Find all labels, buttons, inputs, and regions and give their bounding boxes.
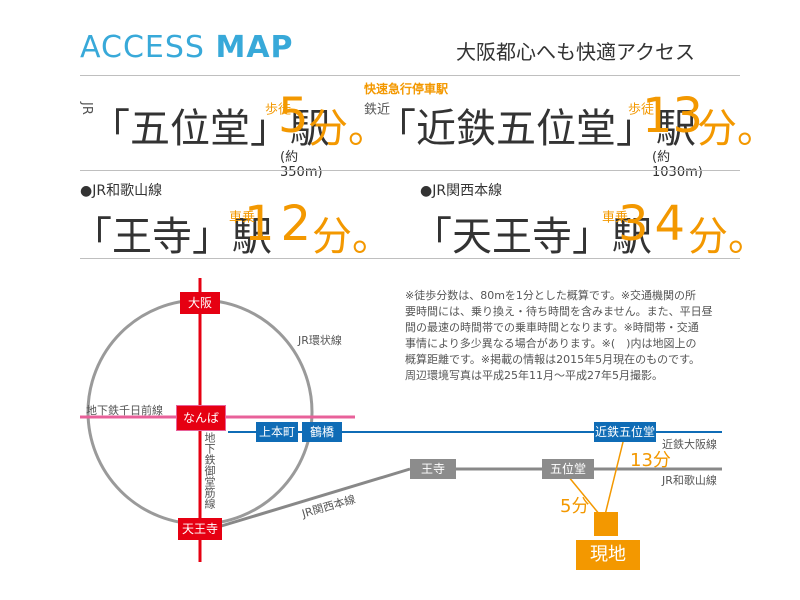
divider	[80, 170, 740, 171]
station-osaka[interactable]: 大阪	[180, 292, 220, 314]
distance-label: (約350m)	[280, 150, 323, 180]
station-oji[interactable]: 王寺	[410, 459, 456, 479]
note-line: ※徒歩分数は、80mを1分とした概算です。※交通機関の所	[405, 289, 697, 302]
note-line: 概算距離です。※掲載の情報は2015年5月現在のものです。	[405, 353, 701, 366]
note-line: 事情により多少異なる場合があります。※( )内は地図上の	[405, 337, 697, 350]
notes: ※徒歩分数は、80mを1分とした概算です。※交通機関の所 要時間には、乗り換え・…	[405, 288, 725, 384]
label-loop-line: JR環状線	[298, 334, 342, 347]
station-name: 「王寺」駅	[72, 214, 272, 260]
mode-label: 乗車	[599, 210, 627, 223]
note-line: 間の最速の時間帯での乗車時間となります。※時間帯・交通	[405, 321, 699, 334]
minutes-value: 5	[278, 88, 309, 144]
page-subtitle: 大阪都心へも快適アクセス	[456, 40, 695, 64]
mode-label: 徒歩	[625, 102, 653, 115]
station-name: 「近鉄五位堂」駅	[376, 106, 696, 152]
station-name: 「五位堂」駅	[90, 106, 330, 152]
walk-time-13: 13分	[630, 450, 671, 471]
note-line: 要時間には、乗り換え・待ち時間を含みません。また、平日昼	[405, 305, 713, 318]
station-kintetsu-goido[interactable]: 近鉄五位堂	[594, 422, 656, 442]
line-name-wakayama: ●JR和歌山線	[80, 183, 163, 199]
site-label: 現地	[576, 540, 640, 570]
label-sennichimae-line: 地下鉄千日前線	[86, 404, 163, 417]
minutes-unit: 分。	[688, 214, 768, 260]
label-kintetsu-osaka-line: 近鉄大阪線	[662, 438, 717, 451]
minutes-unit: 分。	[308, 106, 388, 152]
label-wakayama-line: JR和歌山線	[662, 474, 717, 487]
minutes-unit: 分。	[697, 106, 777, 152]
station-tennoji[interactable]: 天王寺	[178, 518, 222, 540]
station-namba[interactable]: なんば	[176, 405, 226, 431]
station-tsuruhashi[interactable]: 鶴橋	[302, 422, 342, 442]
walk-time-5: 5分	[560, 496, 590, 517]
station-goido[interactable]: 五位堂	[542, 459, 594, 479]
minutes-value: 13	[642, 88, 704, 144]
walk-route-jr	[567, 475, 601, 516]
label-midosuji-line: 地下鉄御堂筋線	[203, 432, 216, 509]
line-mark-kintetsu: 近鉄	[361, 102, 389, 115]
page-title: ACCESS MAP	[80, 30, 294, 65]
line-name-kansai: ●JR関西本線	[420, 183, 503, 199]
minutes-value: 12	[244, 196, 318, 252]
divider	[80, 75, 740, 76]
walk-route-kintetsu	[604, 437, 625, 516]
mode-label: 徒歩	[262, 102, 290, 115]
site-marker	[594, 512, 618, 536]
station-name: 「天王寺」駅	[412, 214, 652, 260]
line-mark-jr: JR	[79, 102, 94, 115]
express-stop-label: 快速急行停車駅	[364, 82, 449, 96]
note-line: 周辺環境写真は平成25年11月～平成27年5月撮影。	[405, 369, 663, 382]
distance-label: (約1030m)	[652, 150, 703, 180]
minutes-value: 34	[618, 196, 692, 252]
station-uehonmachi[interactable]: 上本町	[256, 422, 298, 442]
mode-label: 乗車	[226, 210, 254, 223]
minutes-unit: 分。	[312, 214, 392, 260]
divider	[80, 258, 740, 259]
kansai-line	[217, 467, 411, 529]
